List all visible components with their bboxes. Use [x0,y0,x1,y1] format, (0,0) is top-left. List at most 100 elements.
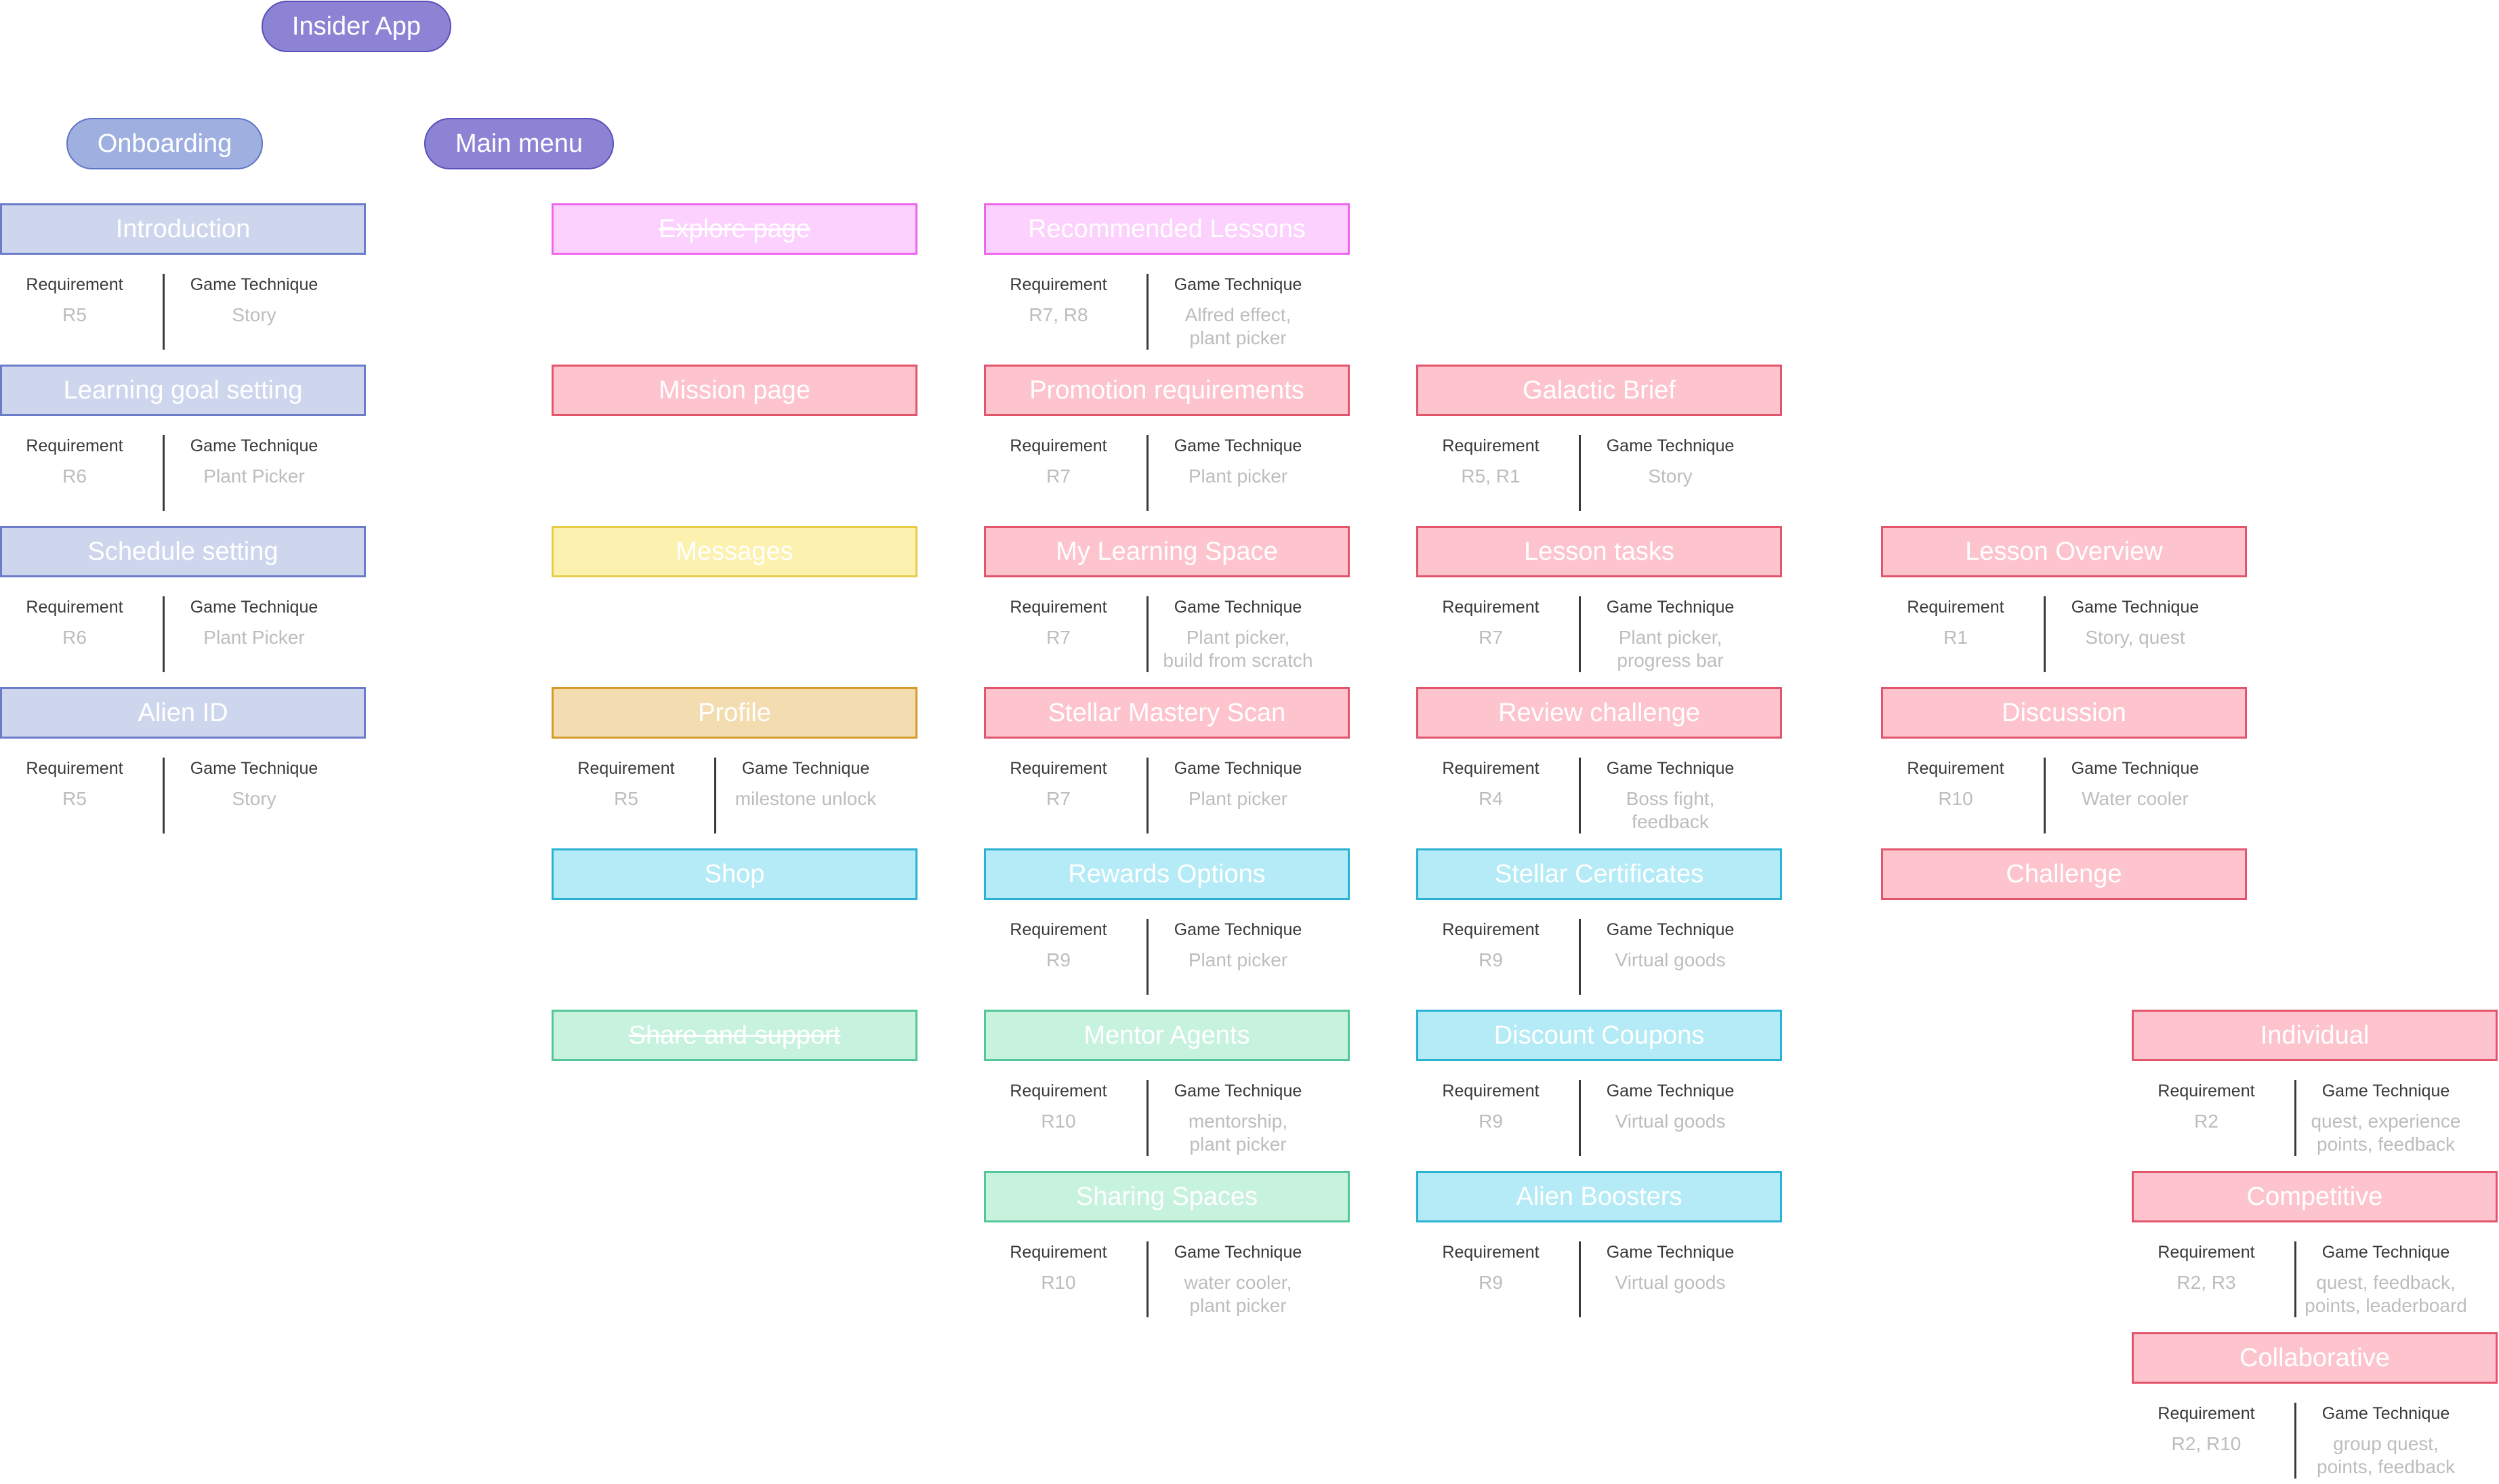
requirement-value: R1 [1943,627,1968,648]
meta-divider [1579,758,1581,833]
technique-label: Game Technique [2321,1404,2450,1423]
node-mission-page: Mission page [552,365,917,416]
technique-label: Game Technique [190,598,318,617]
requirement-value: R5, R1 [1461,466,1521,487]
technique-value: Plant picker, progress bar [1617,627,1724,671]
technique-label: Game Technique [1174,598,1302,617]
node-introduction: Introduction [0,203,366,255]
node-recommended-lessons: Recommended Lessons [984,203,1350,255]
node-label: My Learning Space [1056,537,1278,566]
requirement-label: Requirement [1010,275,1107,294]
technique-value: Plant Picker [203,627,305,648]
node-sharing-spaces: Sharing Spaces [984,1171,1350,1222]
technique-label: Game Technique [190,436,318,455]
technique-value: Story [1648,466,1693,487]
node-my-learning-space: My Learning Space [984,526,1350,577]
meta-divider [1147,758,1149,833]
node-discussion: Discussion [1881,687,2247,739]
technique-label: Game Technique [2071,598,2199,617]
requirement-value: R9 [1046,949,1071,970]
node-shop: Shop [552,848,917,900]
technique-value: Plant picker [1188,788,1288,809]
node-label: Review challenge [1498,698,1700,727]
app-title: Insider App [291,12,421,41]
node-rewards-options: Rewards Options [984,848,1350,900]
node-discount-coupons: Discount Coupons [1416,1010,1782,1061]
node-profile: Profile [552,687,917,739]
node-label: Lesson tasks [1524,537,1674,566]
technique-label: Game Technique [1174,1081,1302,1100]
meta-divider [1579,1241,1581,1317]
requirement-value: R4 [1479,788,1503,809]
meta-divider [163,758,165,833]
technique-label: Game Technique [1606,598,1735,617]
meta-divider [1147,274,1149,350]
meta-divider [163,596,165,672]
technique-label: Game Technique [741,759,870,778]
node-share-and-support: Share and support [552,1010,917,1061]
node-label: Alien Boosters [1516,1182,1682,1211]
requirement-label: Requirement [1442,759,1540,778]
node-explore-page: Explore page [552,203,917,255]
requirement-label: Requirement [1442,436,1540,455]
node-lesson-overview: Lesson Overview [1881,526,2247,577]
technique-label: Game Technique [1606,1081,1735,1100]
requirement-label: Requirement [1010,436,1107,455]
requirement-label: Requirement [1907,759,2004,778]
node-label: Recommended Lessons [1028,214,1306,243]
node-label: Share and support [628,1021,841,1050]
technique-label: Game Technique [1606,920,1735,939]
meta-divider [2294,1080,2296,1156]
requirement-value: R10 [1041,1111,1076,1132]
requirement-label: Requirement [1010,598,1107,617]
technique-label: Game Technique [190,275,318,294]
node-label: Rewards Options [1068,859,1266,888]
node-mentor-agents: Mentor Agents [984,1010,1350,1061]
technique-label: Game Technique [1174,275,1302,294]
requirement-value: R7 [1479,627,1503,648]
requirement-value: R7 [1046,788,1071,809]
requirement-label: Requirement [26,759,123,778]
meta-divider [1147,596,1149,672]
technique-label: Game Technique [2321,1243,2450,1262]
node-label: Promotion requirements [1029,375,1304,405]
requirement-value: R9 [1479,1272,1503,1293]
meta-divider [1579,919,1581,995]
technique-value: Virtual goods [1615,1272,1726,1293]
requirement-value: R10 [1938,788,1973,809]
node-label: Stellar Certificates [1494,859,1704,888]
technique-value: Virtual goods [1615,1111,1726,1132]
node-learning-goal-setting: Learning goal setting [0,365,366,416]
technique-value: Story [232,788,276,809]
meta-divider [163,274,165,350]
technique-label: Game Technique [190,759,318,778]
technique-value: quest, feedback, points, leaderboard [2305,1272,2467,1316]
technique-label: Game Technique [1606,759,1735,778]
node-schedule-setting: Schedule setting [0,526,366,577]
requirement-value: R9 [1479,1111,1503,1132]
technique-column: Game Technique quest, feedback, points, l… [2301,1241,2471,1317]
requirement-value: R10 [1041,1272,1076,1293]
requirement-label: Requirement [26,275,123,294]
requirement-value: R2 [2194,1111,2218,1132]
node-label: Individual [2260,1021,2370,1050]
